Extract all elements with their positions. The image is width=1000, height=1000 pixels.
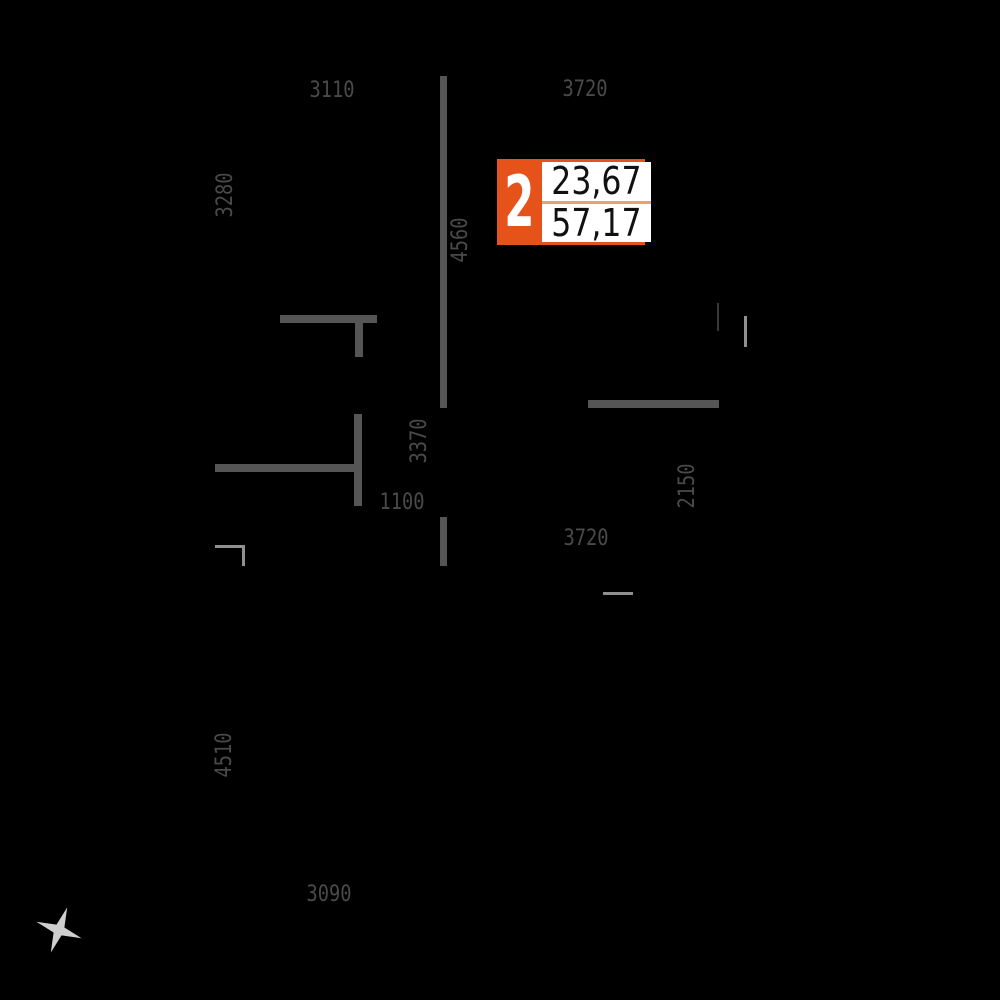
wall-vertical-mid <box>354 414 362 506</box>
dim-3720-top: 3720 <box>562 77 608 102</box>
wall-horizontal-right <box>588 400 719 408</box>
dim-3090-bottom: 3090 <box>306 882 352 907</box>
area-value-bottom: 57,17 <box>551 200 642 245</box>
corner-line-vertical <box>242 545 245 566</box>
opening-line-vertical <box>744 316 747 347</box>
wall-vertical-main <box>440 76 447 408</box>
dim-4510-left: 4510 <box>212 732 237 778</box>
area-values: 23,67 57,17 <box>542 162 651 242</box>
dim-3370-center: 3370 <box>407 418 432 464</box>
wall-horizontal-top-left <box>280 315 377 323</box>
opening-line-horizontal <box>603 592 633 595</box>
opening-line-dark <box>717 303 719 331</box>
area-value-top: 23,67 <box>551 159 642 204</box>
dim-4560-center: 4560 <box>448 217 473 263</box>
unit-info-badge: 2 23,67 57,17 <box>497 159 651 245</box>
dim-3280-left: 3280 <box>213 172 238 218</box>
room-count-value: 2 <box>504 161 535 243</box>
wall-horizontal-left <box>215 464 360 472</box>
dim-3110-top: 3110 <box>309 78 355 103</box>
room-count-badge: 2 <box>497 161 542 243</box>
area-value-bottom-cell: 57,17 <box>542 200 651 245</box>
dim-1100-center: 1100 <box>379 490 425 515</box>
corner-line-horizontal <box>215 545 245 548</box>
wall-vertical-lower <box>440 517 447 566</box>
wall-stub-down <box>355 323 363 357</box>
dim-3720-middle: 3720 <box>563 526 609 551</box>
area-value-top-cell: 23,67 <box>542 162 651 201</box>
north-star-icon <box>36 907 82 953</box>
dim-2150-right: 2150 <box>675 463 700 509</box>
